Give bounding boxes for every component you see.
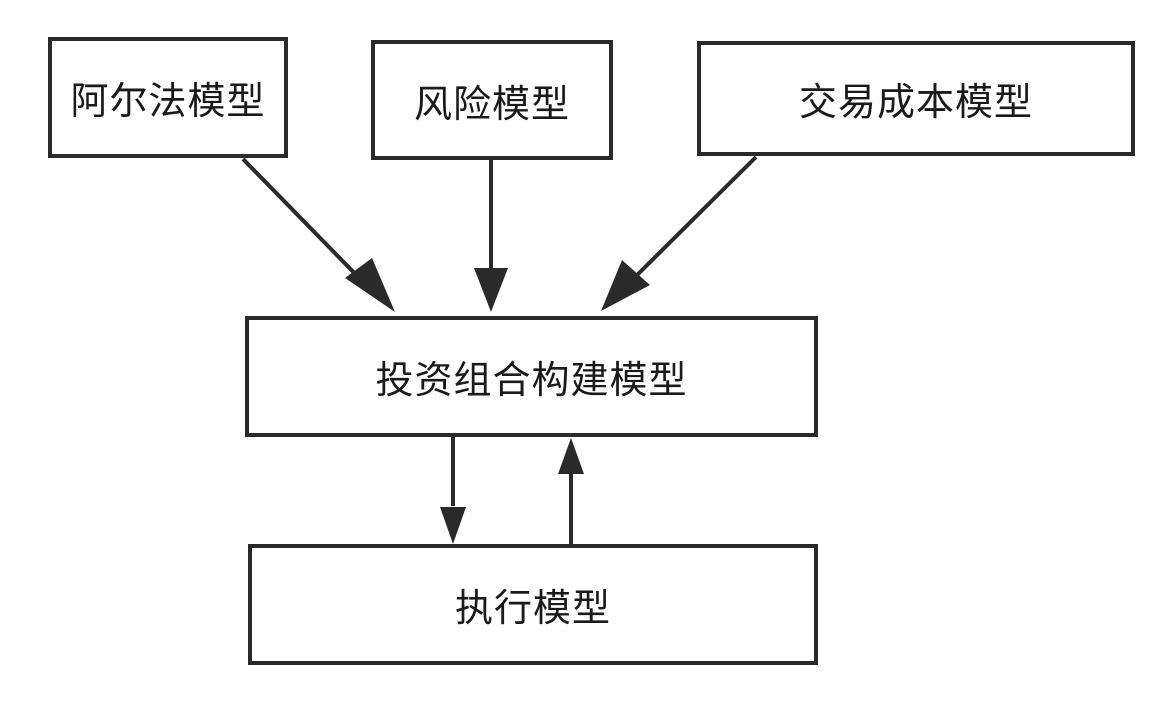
portfolio-construction-model-node: 投资组合构建模型: [245, 316, 818, 437]
transaction-cost-model-node: 交易成本模型: [697, 41, 1135, 156]
arrowhead-portfolio-to-execution: [440, 507, 466, 544]
arrow-alpha-to-portfolio: [241, 157, 370, 289]
risk-model-label: 风险模型: [413, 81, 570, 126]
alpha-model-node: 阿尔法模型: [48, 37, 288, 158]
execution-model-label: 执行模型: [454, 586, 611, 630]
portfolio-construction-model-label: 投资组合构建模型: [375, 358, 688, 402]
arrowhead-alpha-to-portfolio: [345, 258, 395, 312]
arrowhead-cost-to-portfolio: [601, 260, 650, 311]
arrowhead-risk-to-portfolio: [474, 268, 508, 312]
arrowhead-execution-to-portfolio: [558, 438, 584, 474]
risk-model-node: 风险模型: [371, 40, 613, 160]
arrow-cost-to-portfolio: [626, 155, 758, 286]
transaction-cost-model-label: 交易成本模型: [798, 80, 1033, 124]
alpha-model-label: 阿尔法模型: [70, 79, 266, 123]
execution-model-node: 执行模型: [248, 544, 818, 665]
